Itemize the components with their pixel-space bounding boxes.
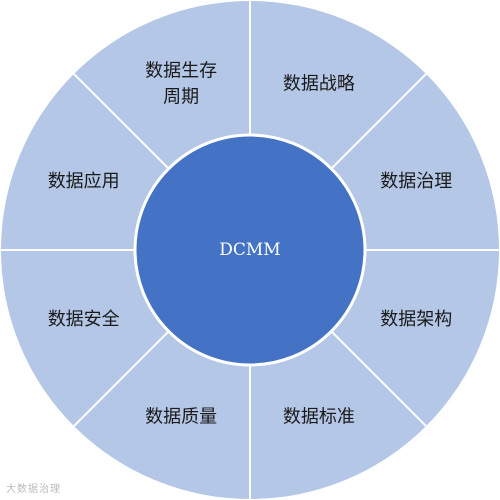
segment-label-line: 数据战略 [283, 74, 355, 95]
segment-divider [73, 73, 170, 170]
center-label: DCMM [219, 240, 280, 260]
segment-label: 数据生存周期 [145, 61, 217, 108]
segment-label: 数据安全 [48, 309, 120, 330]
segment-label: 数据战略 [283, 74, 355, 95]
segment-label-line: 数据标准 [283, 406, 355, 427]
segment-label-line: 数据安全 [48, 309, 120, 330]
segment-label: 数据质量 [145, 406, 217, 427]
watermark: 大数据治理 [6, 484, 61, 495]
segment-divider [73, 330, 170, 427]
segment-label-line: 数据架构 [380, 309, 452, 330]
center-circle [133, 133, 367, 367]
segment-label-line: 数据质量 [145, 406, 217, 427]
segment-label-line: 周期 [163, 87, 199, 108]
segment-label-line: 数据应用 [48, 171, 120, 192]
segment-label-line: 数据生存 [145, 61, 217, 82]
segment-label: 数据架构 [380, 309, 452, 330]
segment-divider [330, 330, 427, 427]
segment-divider [330, 73, 427, 170]
segment-label: 数据标准 [283, 406, 355, 427]
segment-label-line: 数据治理 [380, 171, 452, 192]
segment-label: 数据治理 [380, 171, 452, 192]
segment-label: 数据应用 [48, 171, 120, 192]
